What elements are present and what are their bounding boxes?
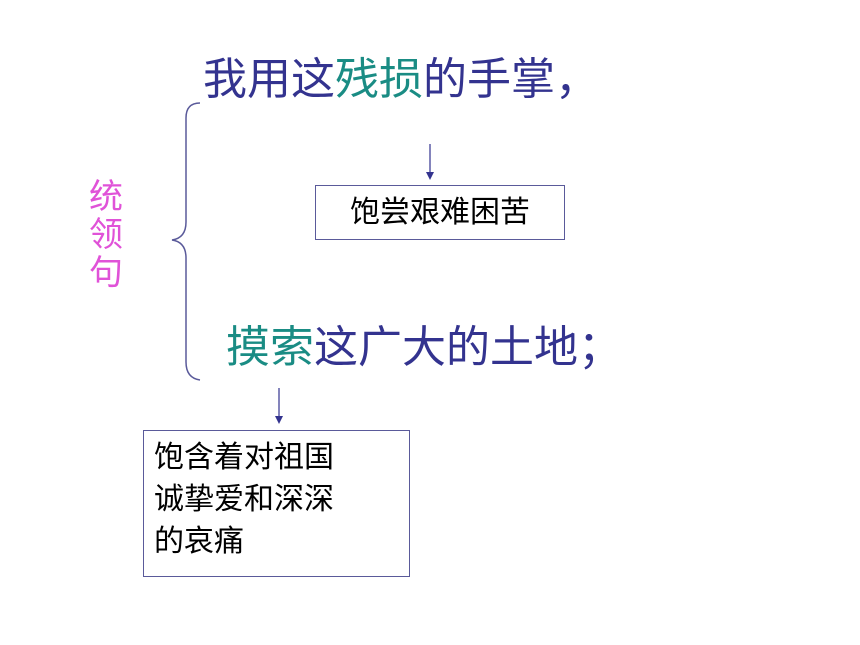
side-label-char: 统 [89,177,123,217]
arrow-head-1 [426,172,434,180]
line1-suffix: 的手掌， [423,54,599,105]
line2-suffix: 这广大的土地； [314,322,622,373]
arrow-head-2 [275,416,283,424]
box2-line: 饱含着对祖国 [154,440,334,475]
box2-line: 诚挚爱和深深 [154,482,334,517]
poem-line-2: 摸索这广大的土地； [226,320,622,376]
poem-line-1: 我用这残损的手掌， [203,52,599,108]
annotation-box-2: 饱含着对祖国 诚挚爱和深深 的哀痛 [143,430,410,577]
left-brace [171,102,201,381]
side-label-char: 领 [89,215,123,255]
annotation-box-1: 饱尝艰难困苦 [315,185,565,240]
line1-highlight: 残损 [335,54,423,105]
line1-prefix: 我用这 [203,54,335,105]
side-label-char: 句 [89,253,123,293]
box2-line: 的哀痛 [154,524,244,559]
side-label: 统 领 句 [86,178,126,292]
line2-highlight: 摸索 [226,322,314,373]
